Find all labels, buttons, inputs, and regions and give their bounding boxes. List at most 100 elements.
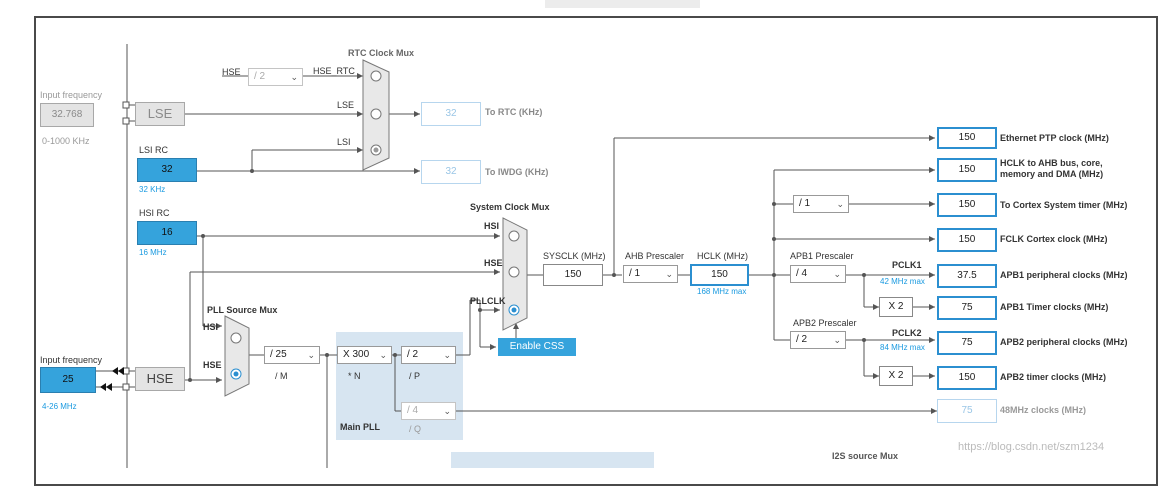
- rtc-hse-divider-value: / 2: [254, 71, 266, 82]
- pll-p-value: / 2: [407, 349, 419, 360]
- hclk-ahb-value[interactable]: 150: [937, 158, 997, 182]
- lsi-value-box[interactable]: 32: [137, 158, 197, 182]
- apb1-timer-clocks-value[interactable]: 75: [937, 296, 997, 320]
- 48mhz-clocks-value[interactable]: 75: [937, 399, 997, 423]
- watermark: https://blog.csdn.net/szm1234: [958, 441, 1105, 453]
- rtc-output-label: To RTC (KHz): [485, 107, 543, 117]
- pclk2-label: PCLK2: [892, 328, 922, 338]
- lsi-title: LSI RC: [139, 145, 169, 155]
- cortex-system-timer-value[interactable]: 150: [937, 193, 997, 217]
- sys-mux-pllclk-label: PLLCLK: [470, 296, 506, 306]
- hse-input-frequency-field[interactable]: 25: [40, 367, 96, 393]
- pll-n-value: X 300: [343, 349, 370, 360]
- chevron-down-icon: ⌄: [833, 335, 841, 345]
- ahb-prescaler-select[interactable]: / 1 ⌄: [623, 265, 678, 283]
- i2s-source-mux-label: I2S source Mux: [832, 451, 899, 461]
- system-clock-mux-title: System Clock Mux: [470, 202, 550, 212]
- chevron-down-icon: ⌄: [665, 269, 673, 279]
- sys-mux-hse-label: HSE: [484, 258, 503, 268]
- rtc-output-value[interactable]: 32: [421, 102, 481, 126]
- hclk-ahb-label: HCLK to AHB bus, core, memory and DMA (M…: [1000, 158, 1104, 179]
- lse-input-frequency-field[interactable]: 32.768: [40, 103, 94, 127]
- lsi-unit-label: 32 KHz: [139, 185, 166, 194]
- pclk2-max-label: 84 MHz max: [880, 343, 925, 352]
- pll-n-label: * N: [348, 371, 361, 381]
- pll-source-mux-title: PLL Source Mux: [207, 305, 278, 315]
- apb2-peripheral-clocks-label: APB2 peripheral clocks (MHz): [1000, 337, 1128, 347]
- chevron-down-icon: ⌄: [443, 406, 451, 416]
- hsi-value-box[interactable]: 16: [137, 221, 197, 245]
- hclk-label: HCLK (MHz): [697, 251, 748, 261]
- apb2-timer-multiplier: X 2: [879, 366, 913, 386]
- lse-input-frequency-label: Input frequency: [40, 90, 103, 100]
- rtc-hse-divider-select[interactable]: / 2 ⌄: [248, 68, 303, 86]
- pll-q-label: / Q: [409, 424, 422, 434]
- sysclk-label: SYSCLK (MHz): [543, 251, 606, 261]
- main-pll-label: Main PLL: [340, 422, 380, 432]
- apb1-prescaler-value: / 4: [796, 268, 808, 279]
- cortex-system-timer-label: To Cortex System timer (MHz): [1000, 200, 1128, 210]
- fclk-cortex-label: FCLK Cortex clock (MHz): [1000, 234, 1108, 244]
- apb1-prescaler-select[interactable]: / 4 ⌄: [790, 265, 846, 283]
- rtc-clock-mux-title: RTC Clock Mux: [348, 48, 415, 58]
- pll-p-label: / P: [409, 371, 421, 381]
- hclk-max-label: 168 MHz max: [697, 287, 747, 296]
- apb2-prescaler-label: APB2 Prescaler: [793, 318, 857, 328]
- pll-src-hsi-label: HSI: [203, 322, 219, 332]
- cortex-timer-divider-select[interactable]: / 1 ⌄: [793, 195, 849, 213]
- pclk1-label: PCLK1: [892, 260, 922, 270]
- apb1-peripheral-clocks-value[interactable]: 37.5: [937, 264, 997, 288]
- apb2-timer-clocks-label: APB2 timer clocks (MHz): [1000, 372, 1107, 382]
- apb2-prescaler-select[interactable]: / 2 ⌄: [790, 331, 846, 349]
- apb1-prescaler-label: APB1 Prescaler: [790, 251, 854, 261]
- hsi-unit-label: 16 MHz: [139, 248, 167, 257]
- chevron-down-icon: ⌄: [443, 350, 451, 360]
- hse-input-frequency-label: Input frequency: [40, 355, 103, 365]
- pll-m-value: / 25: [270, 349, 287, 360]
- iwdg-output-label: To IWDG (KHz): [485, 167, 549, 177]
- chevron-down-icon: ⌄: [379, 350, 387, 360]
- chevron-down-icon: ⌄: [290, 72, 298, 82]
- apb2-prescaler-value: / 2: [796, 334, 808, 345]
- hsi-title: HSI RC: [139, 208, 170, 218]
- ethernet-ptp-clock-value[interactable]: 150: [937, 127, 997, 149]
- hclk-value-field[interactable]: 150: [690, 264, 749, 286]
- ahb-prescaler-value: / 1: [629, 268, 641, 279]
- top-tab-placeholder: [545, 0, 700, 8]
- sys-mux-hsi-label: HSI: [484, 221, 500, 231]
- apb1-timer-multiplier: X 2: [879, 297, 913, 317]
- rtc-hse-rtc-label: HSE_RTC: [313, 66, 355, 76]
- pll-src-hse-label: HSE: [203, 360, 222, 370]
- pll-m-label: / M: [275, 371, 288, 381]
- pll-wires-overlay: [327, 353, 463, 412]
- ahb-prescaler-label: AHB Prescaler: [625, 251, 685, 261]
- fclk-cortex-value[interactable]: 150: [937, 228, 997, 252]
- pll-q-divider-select[interactable]: / 4 ⌄: [401, 402, 456, 420]
- apb1-peripheral-clocks-label: APB1 peripheral clocks (MHz): [1000, 270, 1128, 280]
- chevron-down-icon: ⌄: [307, 350, 315, 360]
- lse-range-label: 0-1000 KHz: [42, 136, 90, 146]
- enable-css-button[interactable]: Enable CSS: [498, 338, 576, 356]
- chevron-down-icon: ⌄: [833, 269, 841, 279]
- sysclk-value-field[interactable]: 150: [543, 264, 603, 286]
- rtc-lse-label: LSE: [337, 100, 355, 110]
- cortex-divider-value: / 1: [799, 198, 811, 209]
- pll-m-divider-select[interactable]: / 25 ⌄: [264, 346, 320, 364]
- hse-oscillator-block[interactable]: HSE: [135, 367, 185, 391]
- apb1-timer-clocks-label: APB1 Timer clocks (MHz): [1000, 302, 1109, 312]
- 48mhz-clocks-label: 48MHz clocks (MHz): [1000, 405, 1087, 415]
- pllq-panel-partial: [451, 452, 654, 468]
- iwdg-output-value[interactable]: 32: [421, 160, 481, 184]
- pll-q-value: / 4: [407, 405, 419, 416]
- apb2-peripheral-clocks-value[interactable]: 75: [937, 331, 997, 355]
- ethernet-ptp-clock-label: Ethernet PTP clock (MHz): [1000, 133, 1109, 143]
- apb2-timer-clocks-value[interactable]: 150: [937, 366, 997, 390]
- rtc-lsi-label: LSI: [337, 137, 351, 147]
- chevron-down-icon: ⌄: [836, 199, 844, 209]
- hse-range-label: 4-26 MHz: [42, 402, 77, 411]
- rtc-hse-label: HSE: [222, 67, 241, 77]
- pclk1-max-label: 42 MHz max: [880, 277, 925, 286]
- lse-oscillator-block[interactable]: LSE: [135, 102, 185, 126]
- pll-n-multiplier-select[interactable]: X 300 ⌄: [337, 346, 392, 364]
- pll-p-divider-select[interactable]: / 2 ⌄: [401, 346, 456, 364]
